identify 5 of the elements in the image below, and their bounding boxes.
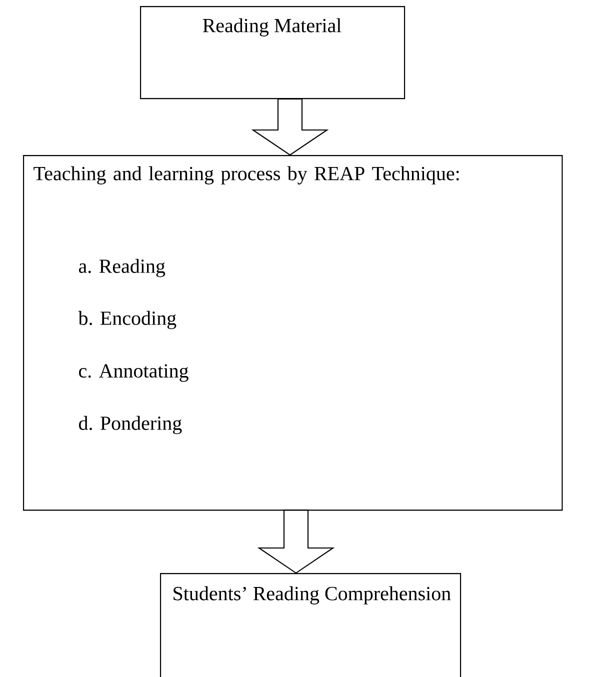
hollow-arrow: [257, 509, 335, 574]
process-box: Reading Material: [140, 6, 406, 100]
process-box: Teaching and learning process by REAP Technique: a. Reading b. Encoding c. Annotating d. Pondering: [23, 155, 563, 511]
hollow-arrow: [251, 98, 329, 156]
process-box: Students’ Reading Comprehension: [160, 573, 462, 677]
